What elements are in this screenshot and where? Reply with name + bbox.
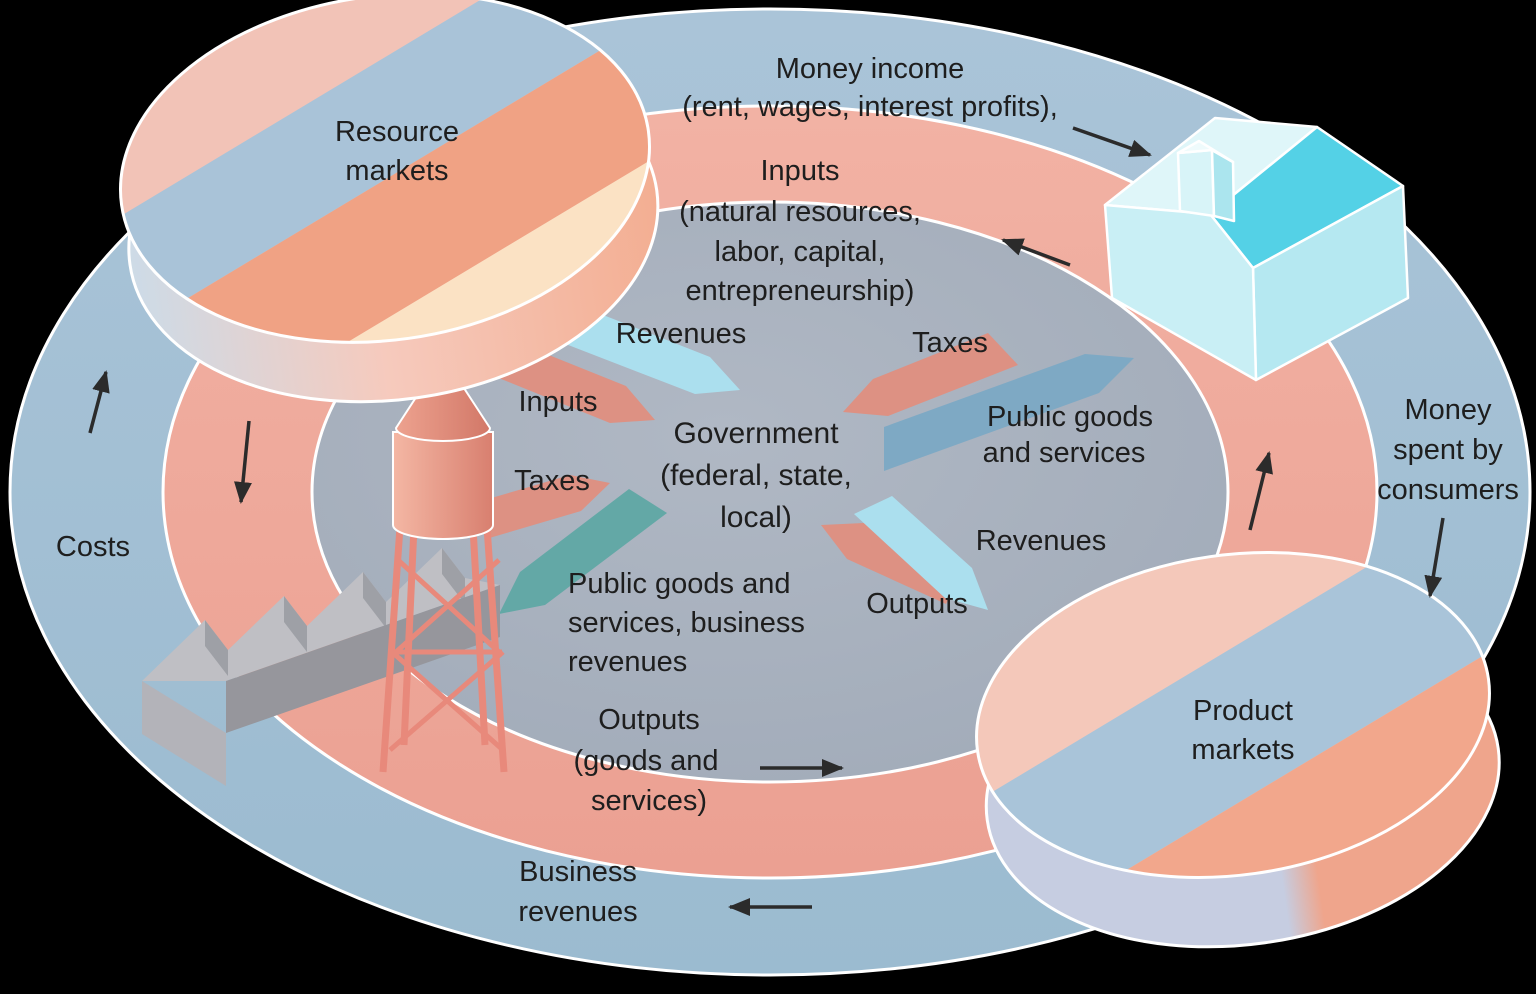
money-income-label: Money income <box>776 53 965 85</box>
water-tower-icon <box>379 354 508 773</box>
revenues-upper-label: Revenues <box>616 318 747 350</box>
money-spent-label: Money <box>1404 394 1492 426</box>
taxes-businesses-ribbon <box>486 475 610 539</box>
outputs-center-label: Outputs <box>866 588 968 620</box>
inputs-resource-label: Inputs <box>761 155 840 187</box>
outputs-goods-label: services) <box>591 785 707 817</box>
money-income-label: (rent, wages, interest profits), <box>682 91 1058 123</box>
inputs-flow-arrow <box>1001 238 1071 267</box>
resource-markets-label: markets <box>345 155 448 187</box>
resource-markets-label: Resource <box>335 116 459 148</box>
costs-label: Costs <box>56 531 130 563</box>
business-revenues-label: Business <box>519 856 637 888</box>
public-goods-households-label: and services <box>983 437 1146 469</box>
money-income-arrow <box>1072 126 1152 157</box>
consumers-down-arrow <box>1424 517 1445 598</box>
public-goods-households-label: Public goods <box>987 401 1153 433</box>
public-goods-businesses-label: revenues <box>568 646 687 678</box>
inputs-resource-label: labor, capital, <box>715 236 886 268</box>
taxes-upper-left-label: Taxes <box>514 465 590 497</box>
outputs-goods-label: Outputs <box>598 704 700 736</box>
inputs-resource-label: entrepreneurship) <box>686 275 915 307</box>
public-goods-businesses-label: services, business <box>568 607 805 639</box>
product-up-arrow <box>1248 451 1273 531</box>
revenues-lower-label: Revenues <box>976 525 1107 557</box>
government-label: Government <box>673 417 839 450</box>
public-goods-households-ribbon <box>884 354 1134 471</box>
government-flow-ribbons <box>474 311 1134 614</box>
revenues-lower-ribbon <box>854 496 988 610</box>
resource-down-arrow <box>234 420 252 504</box>
inputs-center-label: Inputs <box>519 386 598 418</box>
flow-direction-arrows <box>88 126 1445 916</box>
public-goods-businesses-label: Public goods and <box>568 568 791 600</box>
product-markets-label: markets <box>1191 734 1294 766</box>
inputs-resource-label: (natural resources, <box>679 196 921 228</box>
taxes-upper-right-label: Taxes <box>912 327 988 359</box>
product-markets-label: Product <box>1193 695 1293 727</box>
revenues-upper-ribbon <box>563 311 740 394</box>
house-icon <box>1103 116 1410 382</box>
costs-up-arrow <box>88 370 110 434</box>
government-label: (federal, state, <box>660 459 852 492</box>
outputs-goods-label: (goods and <box>573 745 718 777</box>
business-revenues-label: revenues <box>518 896 637 928</box>
public-goods-businesses-ribbon <box>499 489 667 614</box>
money-spent-label: consumers <box>1377 474 1519 506</box>
diagram-labels: Money income (rent, wages, interest prof… <box>56 53 1519 928</box>
government-label: local) <box>720 501 792 534</box>
taxes-households-ribbon <box>843 333 1018 416</box>
money-spent-label: spent by <box>1393 434 1503 466</box>
outputs-ribbon <box>821 523 963 604</box>
